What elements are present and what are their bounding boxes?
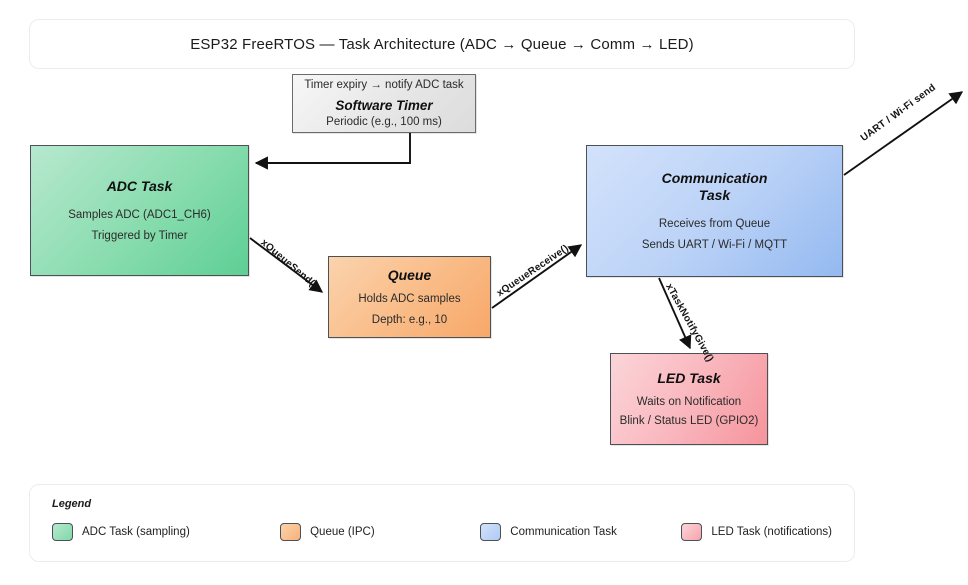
edge-adc-to-queue — [249, 237, 324, 293]
node-communication-task-line2: Sends UART / Wi-Fi / MQTT — [641, 238, 788, 251]
node-communication-task[interactable]: Communication Task Receives from Queue S… — [586, 145, 843, 277]
legend-card: Legend ADC Task (sampling) Queue (IPC) C… — [29, 484, 855, 562]
legend-title: Legend — [52, 498, 92, 510]
node-software-timer-note: Timer expiry → notify ADC task — [304, 78, 464, 91]
legend-label-adc-task: ADC Task (sampling) — [82, 526, 190, 538]
node-software-timer-title: Software Timer — [335, 97, 433, 113]
legend-label-communication-task: Communication Task — [510, 526, 617, 538]
node-adc-task-title: ADC Task — [106, 177, 173, 194]
legend-row: ADC Task (sampling) Queue (IPC) Communic… — [52, 523, 832, 541]
node-software-timer[interactable]: Timer expiry → notify ADC task Software … — [292, 74, 476, 133]
legend-item-adc-task: ADC Task (sampling) — [52, 523, 280, 541]
node-queue[interactable]: Queue Holds ADC samples Depth: e.g., 10 — [328, 256, 491, 338]
node-queue-line1: Holds ADC samples — [358, 292, 461, 305]
node-adc-task-line2: Triggered by Timer — [91, 229, 188, 242]
node-communication-task-line1: Receives from Queue — [658, 217, 771, 230]
legend-label-led-task: LED Task (notifications) — [711, 526, 832, 538]
node-queue-line2: Depth: e.g., 10 — [371, 313, 448, 326]
legend-label-queue: Queue (IPC) — [310, 526, 375, 538]
diagram-title-card: ESP32 FreeRTOS — Task Architecture (ADC … — [29, 19, 855, 69]
node-software-timer-line1: Periodic (e.g., 100 ms) — [326, 115, 442, 128]
legend-item-led-task: LED Task (notifications) — [681, 523, 832, 541]
legend-swatch-communication-icon — [480, 523, 502, 541]
node-communication-task-title-line2: Task — [698, 186, 731, 203]
page-title: ESP32 FreeRTOS — Task Architecture (ADC … — [190, 35, 694, 53]
node-led-task-line2: Blink / Status LED (GPIO2) — [619, 414, 759, 427]
legend-swatch-adc-icon — [52, 523, 73, 541]
legend-swatch-queue-icon — [280, 523, 302, 541]
legend-item-communication-task: Communication Task — [480, 523, 681, 541]
legend-swatch-led-icon — [681, 523, 703, 541]
edge-comm-to-uart — [843, 91, 964, 176]
edge-comm-to-led — [658, 277, 692, 350]
edge-timer-to-adc — [254, 133, 411, 170]
node-communication-task-title-line1: Communication — [661, 169, 768, 186]
node-adc-task-line1: Samples ADC (ADC1_CH6) — [68, 208, 211, 221]
node-led-task-title: LED Task — [657, 369, 721, 386]
node-led-task-line1: Waits on Notification — [636, 395, 742, 408]
legend-item-queue: Queue (IPC) — [280, 523, 480, 541]
node-adc-task[interactable]: ADC Task Samples ADC (ADC1_CH6) Triggere… — [30, 145, 249, 276]
edge-queue-to-comm — [491, 244, 583, 309]
node-led-task[interactable]: LED Task Waits on Notification Blink / S… — [610, 353, 768, 445]
node-queue-title: Queue — [387, 266, 432, 283]
